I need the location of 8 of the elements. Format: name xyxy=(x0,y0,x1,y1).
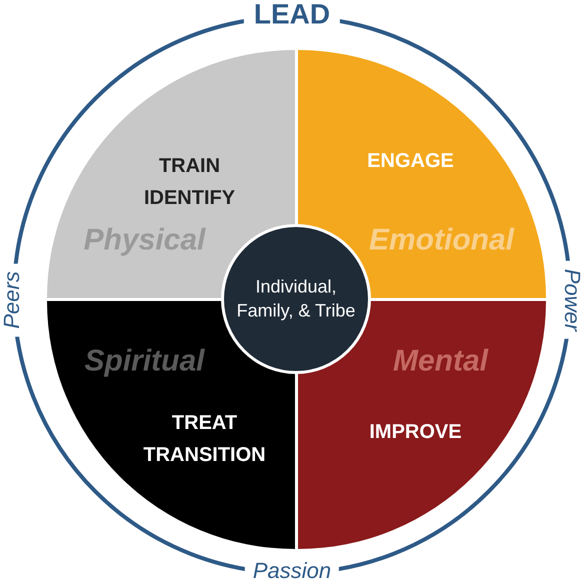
quadrant-actions: TREAT TRANSITION xyxy=(142,410,267,468)
quadrant-actions: TRAIN IDENTIFY xyxy=(142,154,236,210)
quadrant-actions: ENGAGE xyxy=(367,150,454,172)
quadrant-title: Emotional xyxy=(369,223,514,256)
quadrant-title: Spiritual xyxy=(84,344,204,377)
center-text: Individual, Family, & Tribe xyxy=(236,276,356,323)
quadrant-actions: IMPROVE xyxy=(369,420,462,442)
quadrant-title: Mental xyxy=(393,344,488,377)
